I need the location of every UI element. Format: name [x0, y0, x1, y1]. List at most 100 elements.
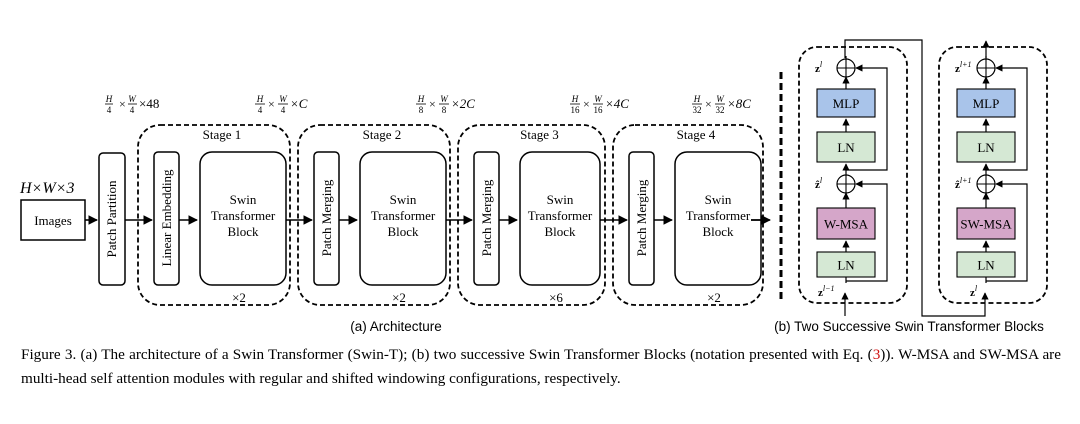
block-container: [938, 46, 1048, 304]
swin-block-label: Transformer: [686, 208, 751, 223]
residual-path-lower: [846, 180, 888, 282]
z-in-label-sup: l−1: [823, 284, 835, 293]
stage-dim-label: H16×W16×4C: [570, 94, 629, 115]
input-dim-label: H×W×3: [19, 180, 74, 197]
stage-title: Stage 4: [677, 127, 716, 142]
stage-op-label: Patch Merging: [479, 179, 494, 256]
mlp-box: [956, 88, 1016, 118]
ln-top-label: LN: [977, 140, 995, 155]
images-label: Images: [34, 213, 72, 228]
z-mid-label-sup: l+1: [960, 176, 972, 185]
svg-text:×48: ×48: [139, 96, 159, 111]
swin-block-label: Swin: [390, 192, 417, 207]
swin-block-box: [519, 151, 601, 286]
dim-num2: W: [716, 94, 725, 104]
patch-partition-box: [98, 152, 126, 286]
swin-block-label: Transformer: [211, 208, 276, 223]
dim-tail: ×C: [290, 96, 308, 111]
z-out-label: zl+1: [955, 60, 972, 75]
swin-block-label: Transformer: [528, 208, 593, 223]
stage-container: [612, 124, 764, 306]
z-out-label-base: z: [955, 63, 960, 75]
z-out-label-base: z: [815, 63, 820, 75]
caption-equation-link[interactable]: 3: [872, 346, 881, 363]
dim-num1: H: [571, 94, 579, 104]
caption-part1: Figure 3. (a) The architecture of a Swin…: [21, 346, 873, 363]
z-out-label-sup: l: [820, 60, 823, 69]
z-mid-label: ẑl+1: [955, 176, 972, 191]
dim-tail: ×4C: [605, 96, 629, 111]
z-out-label: zl: [815, 60, 823, 75]
dim-tail: ×2C: [451, 96, 475, 111]
stage-repeat: ×2: [392, 290, 406, 305]
ln-bottom-box: [956, 251, 1016, 278]
stage-container: [457, 124, 606, 306]
dim-times: ×: [268, 97, 275, 111]
swin-block-label: Block: [227, 224, 259, 239]
stage-op-box: [153, 151, 180, 286]
stage-title: Stage 2: [363, 127, 402, 142]
dim-den1: 16: [571, 105, 581, 115]
svg-text:W: W: [128, 94, 137, 104]
stage-title: Stage 3: [520, 127, 559, 142]
mlp-label: MLP: [973, 96, 1000, 111]
attention-label: SW-MSA: [960, 217, 1012, 232]
attention-box: [956, 207, 1016, 240]
swin-block-label: Transformer: [371, 208, 436, 223]
connector-block1-to-block2: [844, 39, 989, 317]
svg-text:H: H: [105, 94, 113, 104]
add-icon: [976, 58, 996, 78]
partition-dim-label: H 4 × W 4 ×48: [105, 94, 160, 115]
swin-block-label: Swin: [230, 192, 257, 207]
dim-tail: ×8C: [727, 96, 751, 111]
z-out-label-sup: l+1: [960, 60, 972, 69]
dim-num2: W: [594, 94, 603, 104]
caption-part2: )). W-MSA and SW-MSA are multi-head self…: [21, 346, 1061, 387]
z-in-label-base: z: [970, 287, 975, 299]
stage-op-label: Linear Embedding: [159, 169, 174, 267]
ln-bottom-box: [816, 251, 876, 278]
ln-top-box: [816, 131, 876, 163]
swin-block-label: Block: [387, 224, 419, 239]
dim-den1: 4: [258, 105, 263, 115]
stage-repeat: ×6: [549, 290, 563, 305]
dim-times: ×: [583, 97, 590, 111]
stage-repeat: ×2: [707, 290, 721, 305]
z-in-label-base: z: [818, 287, 823, 299]
stage-dim-label: H4×W4×C: [255, 94, 308, 115]
z-mid-label: ẑl: [815, 176, 823, 191]
stage-container: [297, 124, 451, 306]
z-mid-label-base: ẑ: [955, 179, 960, 191]
attention-label: W-MSA: [824, 217, 869, 232]
dim-den1: 8: [419, 105, 424, 115]
add-icon: [976, 174, 996, 194]
residual-path-upper: [846, 64, 888, 171]
stage-op-box: [313, 151, 340, 286]
dim-times: ×: [705, 97, 712, 111]
mlp-box: [816, 88, 876, 118]
ln-bottom-label: LN: [837, 258, 855, 273]
figure-caption: Figure 3. (a) The architecture of a Swin…: [21, 343, 1061, 391]
stage-repeat: ×2: [232, 290, 246, 305]
subcaption-a: (a) Architecture: [350, 319, 442, 334]
stage-container: [137, 124, 291, 306]
add-icon: [836, 58, 856, 78]
swin-block-label: Block: [544, 224, 576, 239]
residual-path-lower: [986, 180, 1028, 282]
ln-bottom-label: LN: [977, 258, 995, 273]
dim-den2: 32: [716, 105, 725, 115]
ln-top-box: [956, 131, 1016, 163]
swin-block-box: [674, 151, 762, 286]
z-mid-label-sup: l: [820, 176, 823, 185]
z-in-label: zl: [970, 284, 978, 299]
attention-box: [816, 207, 876, 240]
block-container: [798, 46, 908, 304]
dim-num1: H: [256, 94, 264, 104]
residual-path-upper: [986, 64, 1028, 171]
